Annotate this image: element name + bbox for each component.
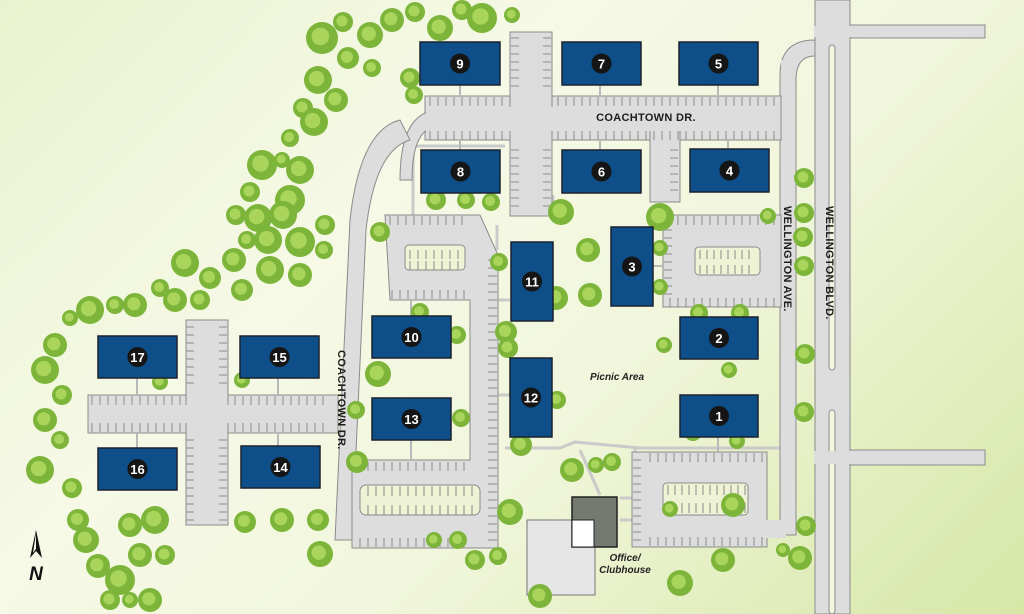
north-arrow-icon: [30, 530, 42, 558]
building-number-badge: [269, 347, 290, 367]
building-number-badge: [401, 327, 422, 347]
building-9[interactable]: 9: [419, 41, 501, 86]
building-number-badge: [719, 160, 740, 181]
building-8[interactable]: 8: [420, 149, 501, 194]
wellington-blvd-road: [814, 0, 986, 614]
building-number-badge: [591, 53, 612, 74]
building-number: 3: [628, 260, 635, 275]
building-number-badge: [401, 409, 422, 429]
office-label-line1: Office/: [610, 553, 642, 564]
coachtown-dr-top-road: [399, 31, 782, 217]
building-14[interactable]: 14: [240, 445, 321, 489]
building-10[interactable]: 10: [371, 315, 452, 359]
street-label-wellington-blvd: WELLINGTON BLVD.: [823, 206, 835, 320]
building-11[interactable]: 11: [510, 241, 554, 322]
street-label-coachtown-dr-top: COACHTOWN DR.: [596, 112, 696, 124]
building-number: 12: [524, 391, 538, 406]
building-number: 8: [457, 165, 464, 180]
building-number-badge: [127, 347, 148, 367]
street-label-wellington-ave: WELLINGTON AVE.: [781, 206, 793, 312]
east-parking: [662, 214, 782, 308]
building-number-badge: [708, 53, 729, 74]
wellington-ave-road: [779, 39, 816, 536]
building-number: 4: [726, 164, 734, 179]
building-number-badge: [450, 161, 471, 182]
trees: [26, 0, 816, 612]
building-number-badge: [521, 387, 541, 408]
picnic-area-label: Picnic Area: [590, 372, 645, 383]
building-12[interactable]: 12: [509, 357, 553, 438]
coachtown-dr-side-road: [334, 119, 411, 541]
building-number: 7: [598, 57, 605, 72]
building-number-badge: [622, 256, 642, 277]
office-clubhouse: [526, 496, 618, 596]
street-label-coachtown-dr-side: COACHTOWN DR.: [335, 350, 347, 450]
building-17[interactable]: 17: [97, 335, 178, 379]
building-number: 10: [404, 330, 418, 345]
building-2[interactable]: 2: [679, 316, 759, 360]
parking-stalls: [91, 37, 775, 547]
building-number-badge: [522, 271, 542, 292]
building-number-badge: [709, 406, 729, 426]
building-4[interactable]: 4: [689, 148, 770, 193]
building-number: 2: [715, 331, 722, 346]
building-7[interactable]: 7: [561, 41, 642, 86]
building-number-badge: [270, 457, 291, 477]
building-number-badge: [450, 53, 470, 74]
office-label-line2: Clubhouse: [599, 565, 651, 576]
building-number: 9: [456, 57, 463, 72]
building-5[interactable]: 5: [678, 41, 759, 86]
building-number: 6: [598, 165, 605, 180]
west-parking: [87, 319, 339, 526]
building-number: 17: [130, 350, 144, 365]
building-number: 13: [404, 412, 418, 427]
building-number: 1: [715, 409, 722, 424]
building-number-badge: [127, 459, 148, 479]
building-13[interactable]: 13: [371, 397, 452, 441]
building-15[interactable]: 15: [239, 335, 320, 379]
southeast-parking: [631, 451, 786, 548]
building-number-badge: [591, 161, 612, 182]
building-3[interactable]: 3: [610, 226, 654, 307]
building-number: 11: [525, 275, 539, 290]
north-label: N: [29, 564, 44, 585]
building-number: 14: [273, 460, 288, 475]
building-1[interactable]: 1: [679, 394, 759, 438]
building-number: 5: [715, 57, 722, 72]
building-number: 16: [130, 462, 144, 477]
building-number: 15: [272, 350, 286, 365]
building-6[interactable]: 6: [561, 149, 642, 194]
building-16[interactable]: 16: [97, 447, 178, 491]
building-number-badge: [709, 328, 729, 348]
